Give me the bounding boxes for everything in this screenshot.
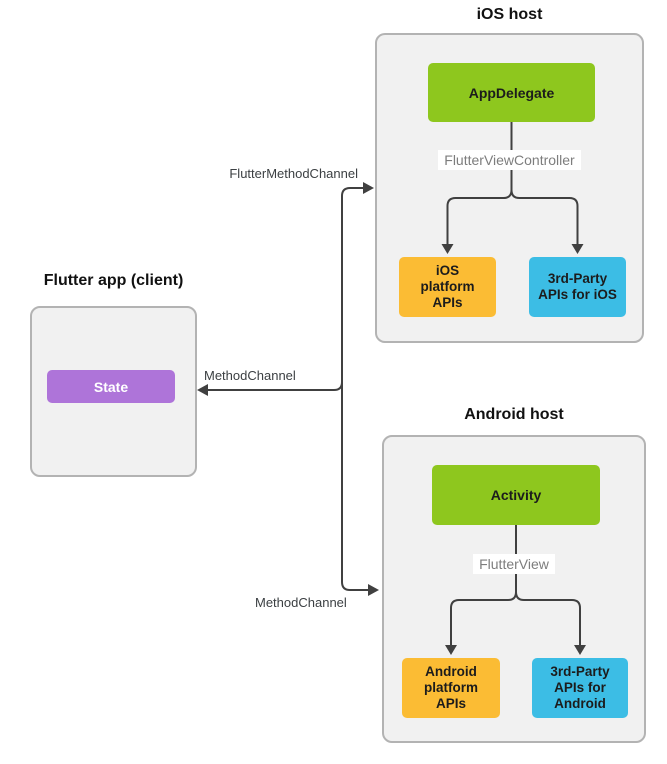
state-node: State <box>47 370 175 403</box>
connector-channel-to-flutter-app <box>208 381 343 391</box>
connector-activity-fork-left <box>450 525 517 646</box>
arrowhead-into-ios-host-icon <box>363 182 374 194</box>
appdelegate-node: AppDelegate <box>428 63 595 122</box>
android-third-party-apis-node: 3rd-Party APIs for Android <box>532 658 628 718</box>
arrowhead-into-flutter-app-icon <box>197 384 208 396</box>
connector-channel-trunk <box>341 187 369 591</box>
arrowhead-ios-third-party-icon <box>571 244 584 254</box>
flutterview-label: FlutterView <box>473 554 555 574</box>
flutterview-label-row: FlutterView <box>382 554 646 574</box>
method-channel-label-android: MethodChannel <box>255 595 347 610</box>
android-host-title: Android host <box>464 406 564 423</box>
ios-platform-apis-node: iOS platform APIs <box>399 257 496 317</box>
android-platform-apis-node: Android platform APIs <box>402 658 500 718</box>
activity-node: Activity <box>432 465 600 525</box>
flutterviewcontroller-label: FlutterViewController <box>438 150 581 170</box>
arrowhead-android-third-party-icon <box>574 645 586 655</box>
arrowhead-ios-platform-apis-icon <box>441 244 454 254</box>
ios-host-title: iOS host <box>476 6 543 23</box>
flutter-app-title: Flutter app (client) <box>43 272 184 289</box>
connector-activity-fork-right <box>515 591 581 646</box>
ios-third-party-apis-node: 3rd-Party APIs for iOS <box>529 257 626 317</box>
method-channel-label-flutter-app: MethodChannel <box>204 368 296 383</box>
connector-appdelegate-fork-left <box>446 122 513 245</box>
flutterviewcontroller-label-row: FlutterViewController <box>375 150 644 170</box>
flutter-method-channel-label: FlutterMethodChannel <box>212 166 358 181</box>
arrowhead-android-platform-apis-icon <box>445 645 457 655</box>
connector-appdelegate-fork-right <box>510 189 579 245</box>
arrowhead-into-android-host-icon <box>368 584 379 596</box>
